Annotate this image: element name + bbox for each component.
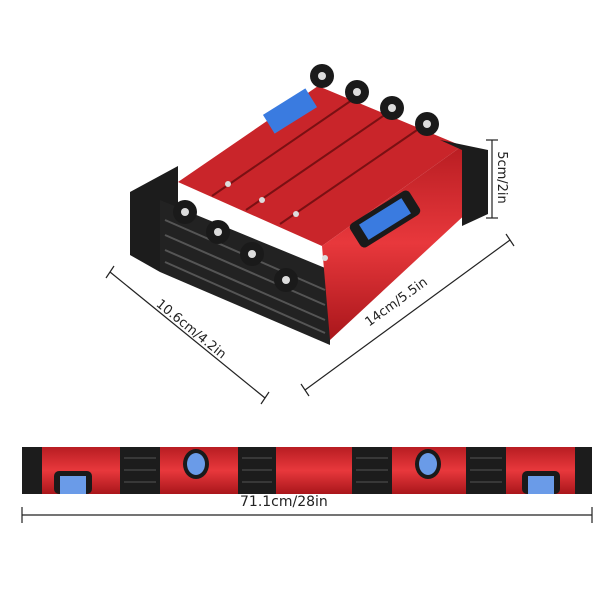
folded-level xyxy=(130,64,488,345)
dimension-lines xyxy=(21,139,593,523)
unfolded-level xyxy=(22,447,592,494)
length-dimension-label: 71.1cm/28in xyxy=(240,494,328,510)
height-dimension-label: 5cm/2in xyxy=(493,151,509,204)
